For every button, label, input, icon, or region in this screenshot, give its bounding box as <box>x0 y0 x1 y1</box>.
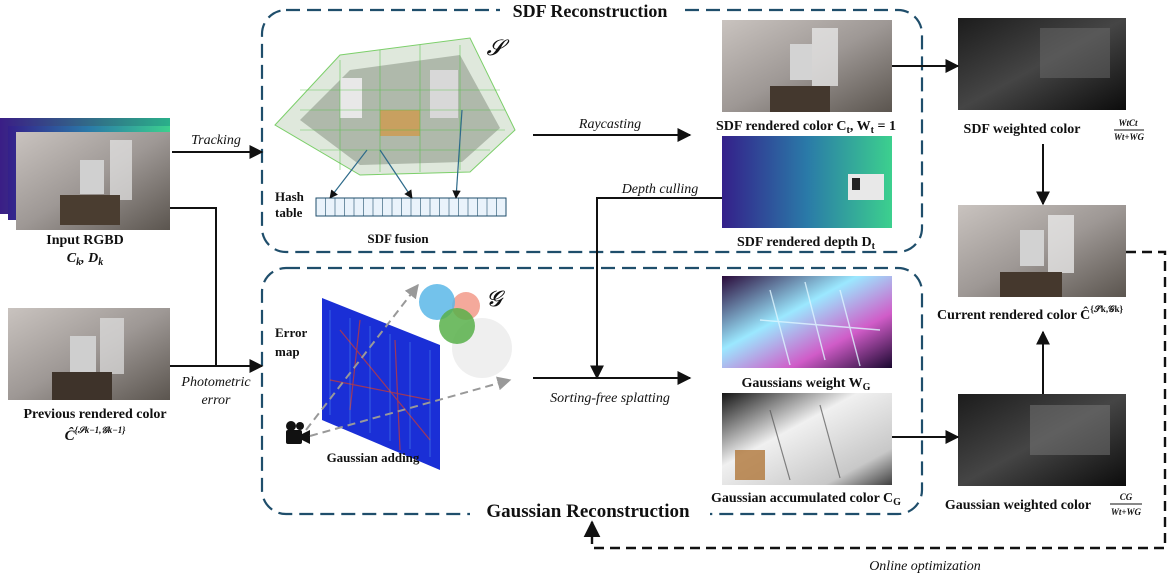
input-rgbd-symbols: Ck, Dk <box>67 251 103 268</box>
gaussian-blobs <box>419 284 512 378</box>
gaussian-weight-fraction: CG Wt+WG <box>1110 492 1142 517</box>
svg-text:WtCt: WtCt <box>1118 118 1138 128</box>
photometric-label-1: Photometric <box>180 375 251 390</box>
sdf-rendered-color-label: SDF rendered color Ct, Wt = 1 <box>716 119 896 136</box>
svg-text:Wt+WG: Wt+WG <box>1114 132 1145 142</box>
photometric-label-2: error <box>201 393 231 408</box>
hash-table-label-2: table <box>275 205 303 220</box>
previous-color-symbol: Ĉ{𝒮k−1,𝒢k−1} <box>65 425 127 444</box>
sdf-rendered-depth-label: SDF rendered depth Dt <box>737 235 876 252</box>
online-optimization-label: Online optimization <box>869 559 981 574</box>
error-map-label-2: map <box>275 344 300 359</box>
tracking-label: Tracking <box>191 133 241 148</box>
sdf-weight-fraction: WtCt Wt+WG <box>1114 118 1145 142</box>
depth-culling-label: Depth culling <box>621 182 699 197</box>
gaussian-adding-label: Gaussian adding <box>327 450 420 465</box>
sdf-rendered-color-image <box>722 20 892 112</box>
gaussian-section-title: Gaussian Reconstruction <box>486 501 690 522</box>
sdf-symbol: 𝓢 <box>486 35 509 60</box>
svg-text:Wt+WG: Wt+WG <box>1111 507 1142 517</box>
svg-text:CG: CG <box>1120 492 1133 502</box>
previous-color-title: Previous rendered color <box>23 407 166 422</box>
gaussian-weighted-color-image <box>958 394 1126 486</box>
sdf-fusion-label: SDF fusion <box>367 231 429 246</box>
sdf-rendered-depth-image <box>722 136 892 228</box>
sdf-volume-render <box>274 37 516 176</box>
input-rgbd-title: Input RGBD <box>46 233 123 248</box>
hash-table-label-1: Hash <box>275 189 305 204</box>
current-rendered-color-image <box>958 205 1126 297</box>
gaussian-accumulated-label: Gaussian accumulated color CG <box>711 491 901 508</box>
gaussians-weight-image <box>722 276 892 368</box>
gaussian-weighted-label: Gaussian weighted color <box>945 498 1091 513</box>
previous-rendered-color-image <box>8 308 170 400</box>
error-map <box>322 298 440 470</box>
gaussian-reconstruction-box <box>260 266 924 516</box>
camera-icon <box>286 421 310 444</box>
current-rendered-label: Current rendered color Ĉ{𝒮k,𝒢k} <box>937 304 1124 323</box>
input-rgbd-image <box>0 118 170 230</box>
gaussian-symbol: 𝓖 <box>486 286 505 311</box>
hash-table <box>315 197 507 217</box>
sdf-section-title: SDF Reconstruction <box>513 1 668 21</box>
gaussians-weight-label: Gaussians weight WG <box>742 376 871 393</box>
error-map-label-1: Error <box>275 325 307 340</box>
gaussian-accumulated-color-image <box>722 393 892 485</box>
sdf-weighted-color-image <box>958 18 1126 110</box>
raycasting-label: Raycasting <box>578 117 641 132</box>
splatting-label: Sorting-free splatting <box>550 391 670 406</box>
sdf-weighted-label: SDF weighted color <box>964 122 1081 137</box>
